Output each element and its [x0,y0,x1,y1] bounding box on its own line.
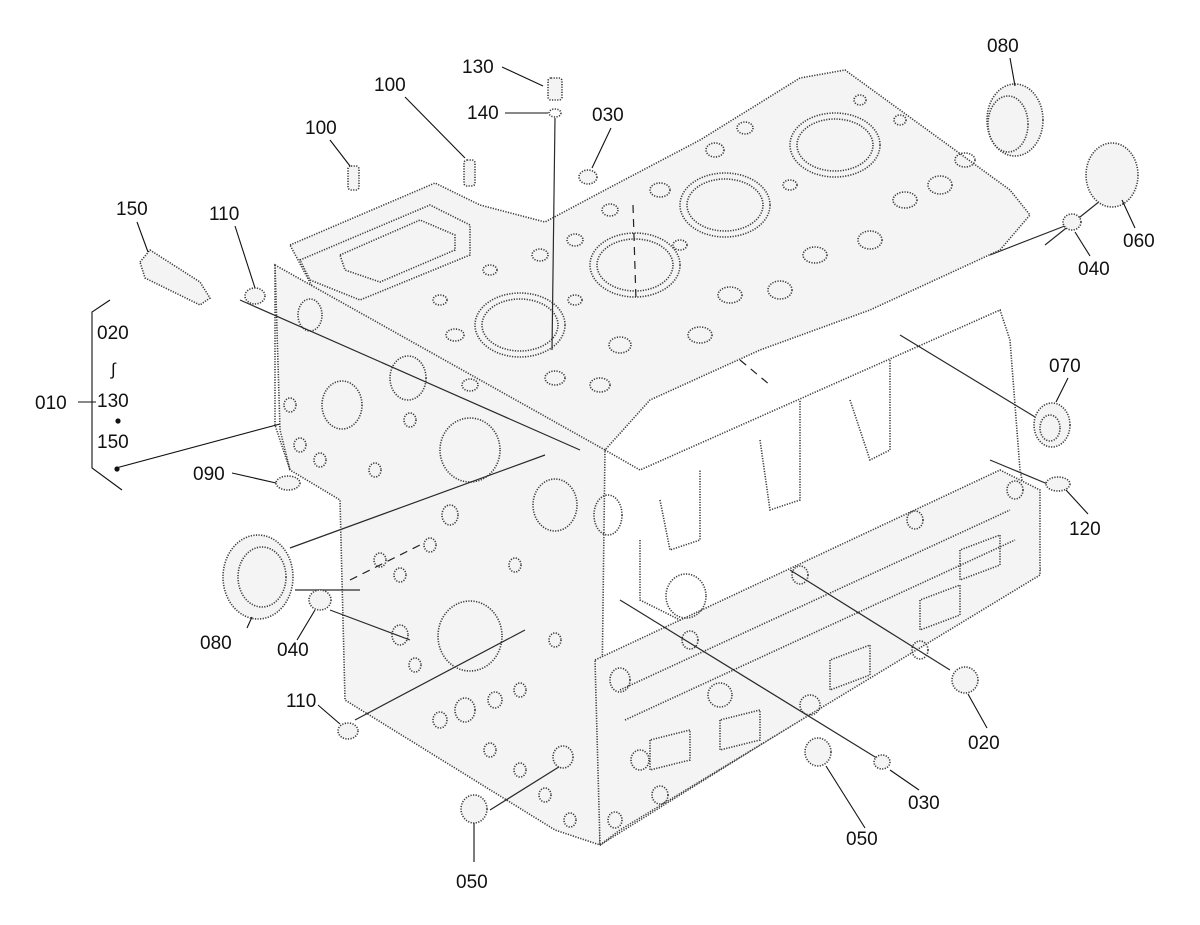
group-bullet-b [114,466,120,472]
label-060: 060 [1123,231,1155,252]
label-040-right: 040 [1078,259,1110,280]
group-range-tilde: ∫ [110,360,117,379]
label-150: 150 [116,199,148,220]
label-140: 140 [467,103,499,124]
loose-parts [139,77,1139,824]
group-bullet-a [115,418,121,424]
label-100-a: 100 [305,118,337,139]
label-080-top: 080 [987,36,1019,57]
cylinder-block-drawing [274,69,1041,847]
label-070: 070 [1049,356,1081,377]
group-assembly-number: 010 [35,393,67,414]
group-range-start: 020 [97,323,129,344]
label-020-right: 020 [968,733,1000,754]
group-range-mid: 130 [97,391,129,412]
leader-lines [78,57,1136,862]
assembly-group: 010 020 ∫ 130 150 [35,323,129,472]
label-050-right: 050 [846,829,878,850]
label-030-top: 030 [592,105,624,126]
label-100-b: 100 [374,75,406,96]
part-labels: 130 140 030 080 100 100 150 110 060 040 … [116,36,1155,893]
label-110-top: 110 [209,204,239,225]
assembly-axes [239,117,1121,811]
label-030-bottom: 030 [908,793,940,814]
label-050-bottom: 050 [456,872,488,893]
group-range-end: 150 [97,432,129,453]
label-110-bottom: 110 [286,691,316,712]
label-040-left: 040 [277,640,309,661]
label-090: 090 [193,464,225,485]
label-130-top: 130 [462,57,494,78]
label-120: 120 [1069,519,1101,540]
label-080-left: 080 [200,633,232,654]
